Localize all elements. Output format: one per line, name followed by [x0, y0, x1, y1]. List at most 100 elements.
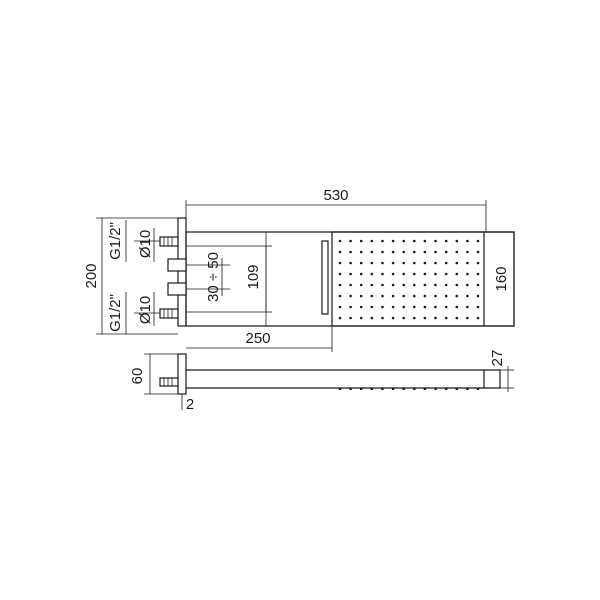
nozzle-dot: [413, 316, 416, 320]
nozzle-dot: [349, 283, 352, 287]
nozzle-dot: [402, 250, 406, 254]
nozzle-dot: [338, 239, 342, 243]
nozzle-dot: [338, 283, 342, 287]
nozzle-dot: [370, 283, 374, 287]
side-nozzle: [434, 388, 437, 390]
nozzle-dot: [476, 283, 480, 287]
nozzle-dot: [359, 239, 363, 243]
nozzle-dot: [338, 294, 342, 298]
side-nozzle: [455, 388, 458, 390]
nozzle-dot: [476, 272, 480, 276]
nozzle-dot: [359, 305, 363, 309]
nozzle-dot: [434, 239, 437, 243]
nozzle-dot: [455, 250, 459, 254]
nozzle-dot: [338, 250, 342, 254]
nozzle-dot: [349, 316, 352, 320]
nozzle-dot: [381, 272, 384, 276]
nozzle-dot: [413, 239, 416, 243]
nozzle-dot: [466, 305, 469, 309]
dim-2: 2: [186, 396, 194, 413]
nozzle-dot: [466, 272, 469, 276]
nozzle-dot: [466, 294, 469, 298]
nozzle-dot: [466, 283, 469, 287]
side-wall-plate: [177, 353, 187, 395]
rain-panel: [331, 231, 515, 327]
side-connector: [159, 377, 179, 387]
side-nozzle: [476, 388, 480, 390]
nozzle-dot: [370, 261, 374, 265]
nozzle-dot: [413, 250, 416, 254]
side-nozzle: [391, 388, 395, 390]
nozzle-dot: [402, 283, 406, 287]
dim-200: 200: [83, 263, 100, 288]
nozzle-dot: [381, 239, 384, 243]
side-head-profile: [186, 369, 501, 389]
side-nozzle: [445, 388, 448, 390]
nozzle-dot: [338, 316, 342, 320]
nozzle-dot: [423, 272, 427, 276]
nozzle-dot: [391, 239, 395, 243]
nozzle-grid: [338, 239, 480, 320]
nozzle-dot: [359, 283, 363, 287]
connector-mid-top: [167, 258, 187, 272]
connector-mid-bottom: [167, 282, 187, 296]
nozzle-dot: [413, 305, 416, 309]
nozzle-dot: [466, 261, 469, 265]
nozzle-dot: [391, 305, 395, 309]
nozzle-dot: [381, 316, 384, 320]
nozzle-dot: [349, 239, 352, 243]
nozzle-dot: [455, 261, 459, 265]
dim-thread-bottom: G1/2": [107, 294, 124, 332]
side-nozzle: [349, 388, 352, 390]
nozzle-dot: [370, 294, 374, 298]
nozzle-dot: [349, 250, 352, 254]
side-nozzle: [360, 388, 363, 390]
nozzle-dot: [370, 239, 374, 243]
nozzle-dot: [423, 250, 427, 254]
nozzle-dot: [455, 272, 459, 276]
nozzle-dot: [338, 261, 342, 265]
nozzle-dot: [349, 261, 352, 265]
nozzle-dot: [391, 294, 395, 298]
nozzle-dot: [423, 239, 427, 243]
nozzle-dot: [466, 250, 469, 254]
nozzle-dot: [444, 283, 448, 287]
nozzle-dot: [434, 261, 437, 265]
nozzle-dot: [466, 316, 469, 320]
dim-diameter-bottom: Ø10: [137, 296, 154, 324]
dim-109: 109: [245, 264, 262, 289]
nozzle-dot: [370, 305, 374, 309]
nozzle-dot: [476, 261, 480, 265]
nozzle-dot: [455, 294, 459, 298]
nozzle-dot: [455, 283, 459, 287]
nozzle-dot: [476, 239, 480, 243]
nozzle-dot: [338, 305, 342, 309]
dim-spacing-range: 30 ÷ 50: [205, 252, 222, 302]
nozzle-dot: [444, 261, 448, 265]
nozzle-dot: [359, 250, 363, 254]
nozzle-dot: [349, 294, 352, 298]
nozzle-dot: [476, 250, 480, 254]
nozzle-dot: [455, 316, 459, 320]
connector-top: [159, 236, 179, 247]
side-nozzle: [381, 388, 384, 390]
nozzle-dot: [423, 283, 427, 287]
nozzle-dot: [434, 316, 437, 320]
nozzle-dot: [413, 283, 416, 287]
nozzle-dot: [434, 272, 437, 276]
side-nozzle: [466, 388, 469, 390]
nozzle-dot: [391, 261, 395, 265]
nozzle-dot: [359, 316, 363, 320]
nozzle-dot: [423, 261, 427, 265]
nozzle-dot: [434, 294, 437, 298]
nozzle-dot: [359, 294, 363, 298]
nozzle-dot: [370, 316, 374, 320]
nozzle-dot: [476, 316, 480, 320]
nozzle-dot: [444, 250, 448, 254]
nozzle-dot: [402, 239, 406, 243]
nozzle-dot: [434, 250, 437, 254]
nozzle-dot: [349, 305, 352, 309]
dim-530: 530: [323, 187, 348, 204]
nozzle-dot: [391, 316, 395, 320]
nozzle-dot: [455, 305, 459, 309]
